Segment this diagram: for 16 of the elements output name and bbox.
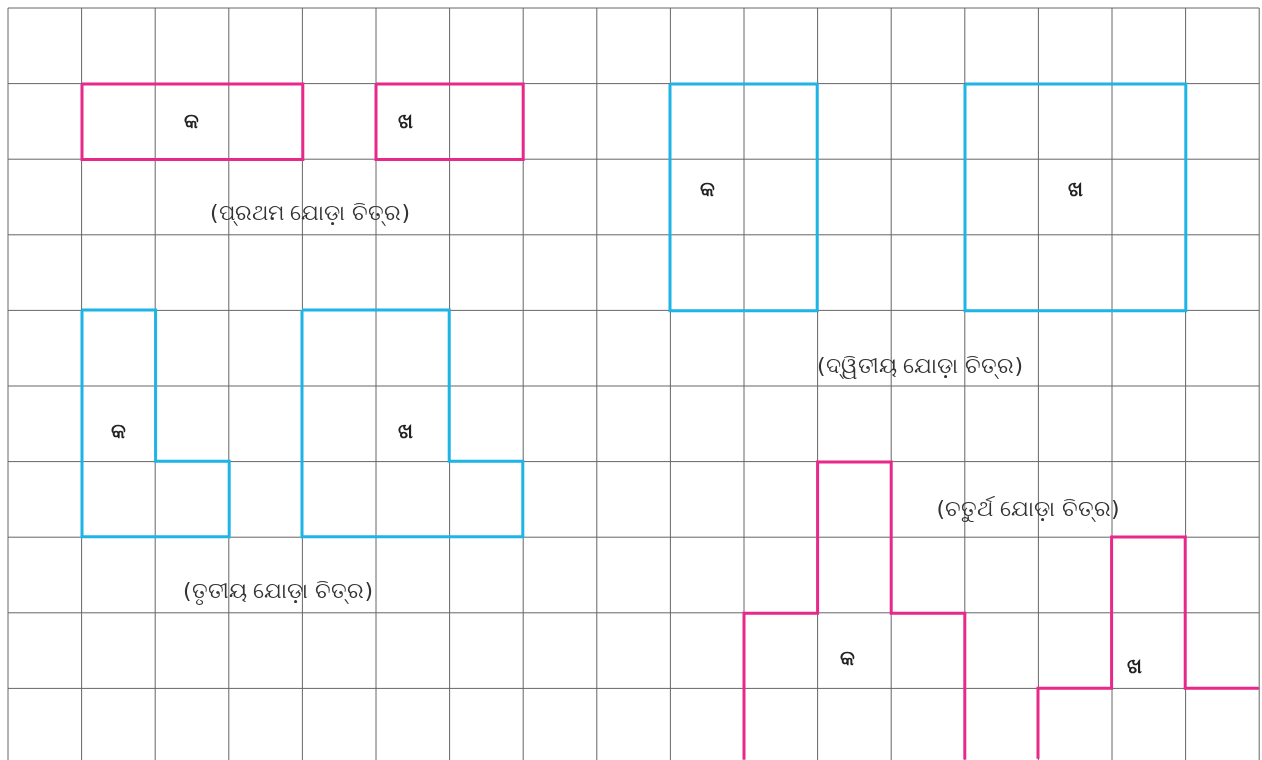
shape-letter: ଖ — [397, 109, 413, 134]
pair-caption: (ଦ୍ୱିତୀୟ ଯୋଡ଼ା ଚିତ୍ର) — [816, 352, 1024, 378]
shape-outline — [964, 83, 1186, 311]
shape-letter: କ — [699, 177, 715, 202]
shape-letter: ଖ — [1067, 177, 1083, 202]
shape-outline — [81, 310, 229, 538]
shape-outline — [1038, 537, 1260, 759]
shape-outline — [81, 83, 303, 160]
shape-letter: କ — [110, 419, 126, 444]
shape-outline — [670, 83, 818, 311]
shape-letter: ଖ — [397, 419, 413, 444]
shape-outline — [302, 310, 524, 538]
shape-letter: କ — [184, 109, 200, 134]
shape-letter: ଖ — [1126, 653, 1142, 678]
shape-outline — [376, 83, 524, 160]
shape-letter: କ — [839, 646, 855, 671]
